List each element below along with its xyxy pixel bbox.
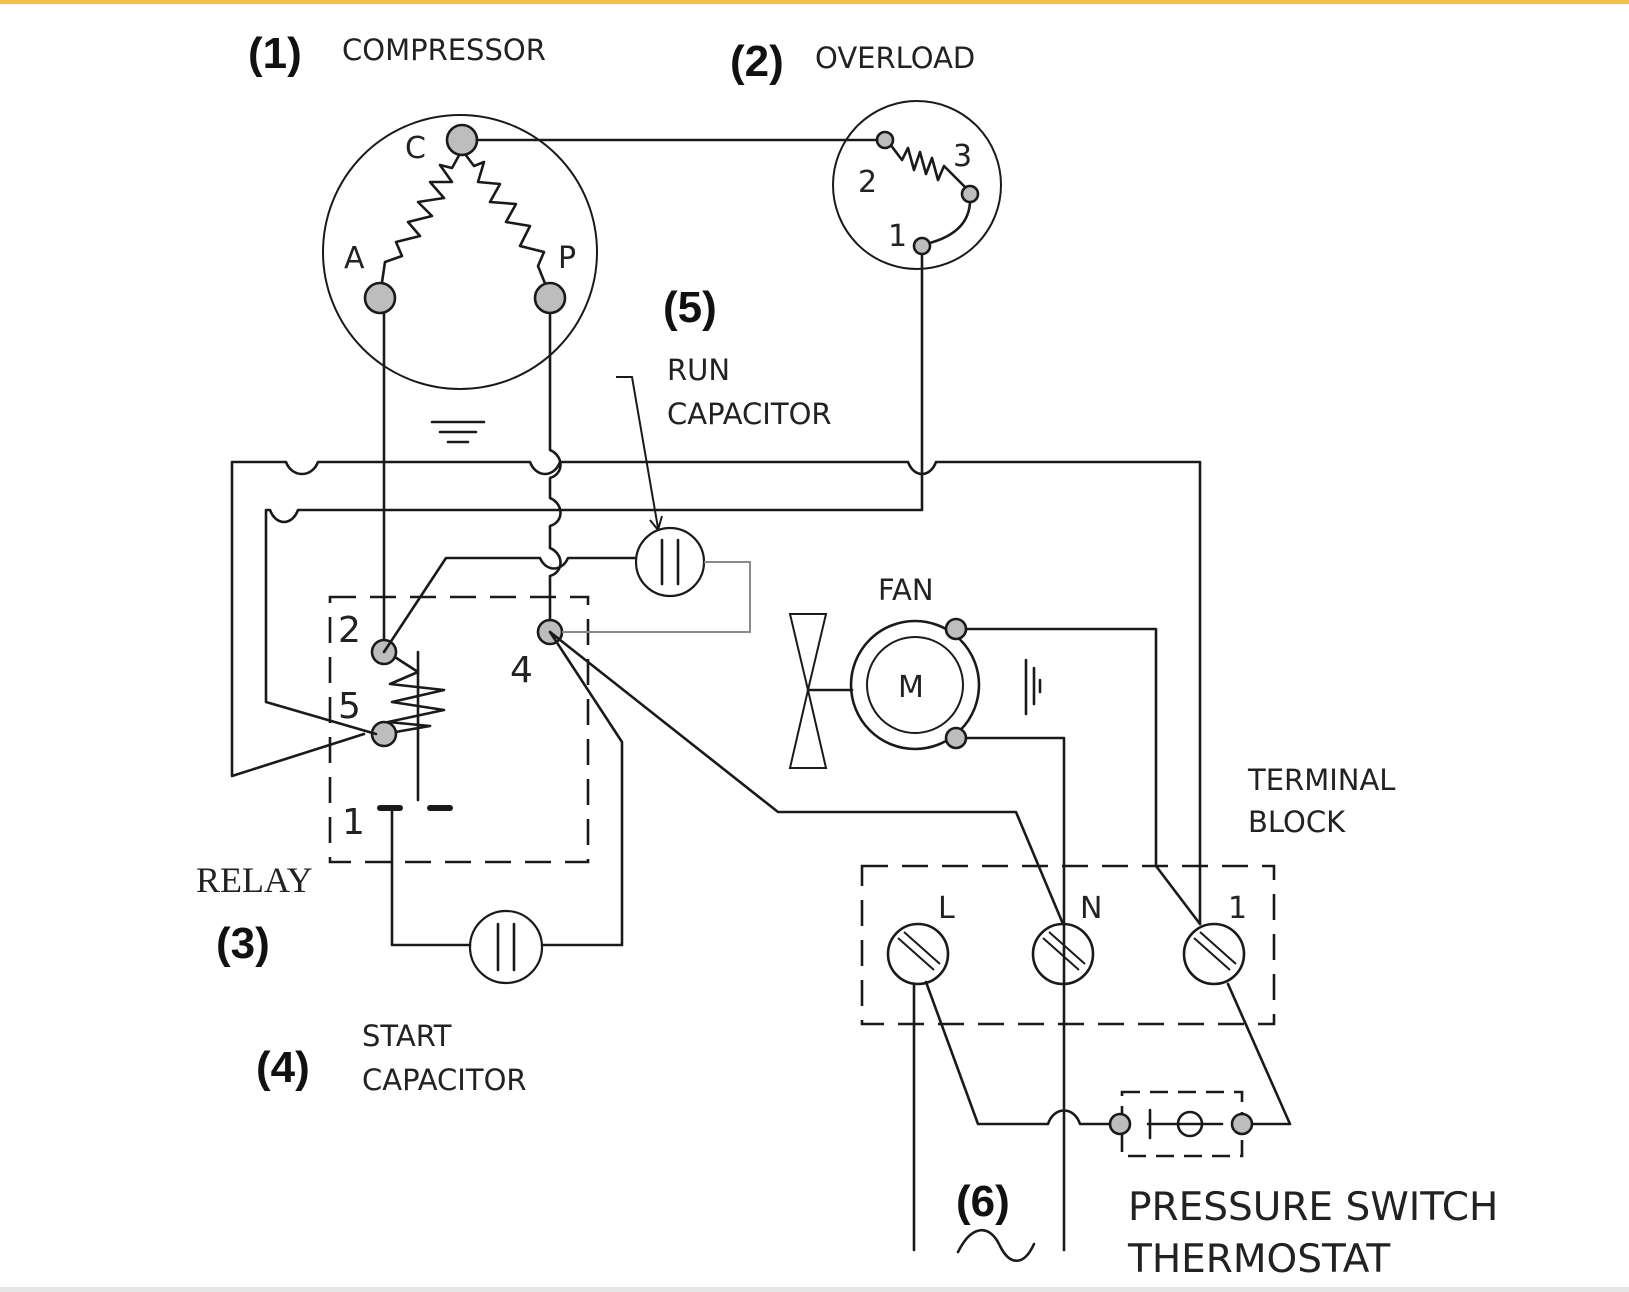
terminal-1	[1182, 922, 1246, 986]
compressor-housing	[322, 114, 598, 390]
compressor-number: (1)	[248, 29, 302, 78]
start-capacitor-number: (4)	[256, 1043, 310, 1092]
terminal-block-label-line2: BLOCK	[1248, 805, 1346, 839]
relay-terminal-1-label: 1	[342, 802, 365, 843]
wire-pressure-switch-to-t1	[1226, 982, 1292, 1126]
compressor-terminal-c-label: C	[405, 131, 426, 166]
run-capacitor-pointer	[616, 376, 659, 529]
fan-terminal-bottom	[944, 726, 968, 750]
overload-terminal-3	[960, 184, 980, 204]
overload-terminal-2-label: 2	[858, 165, 877, 200]
wire-relay-2-to-run-cap	[382, 556, 638, 654]
terminal-n-label: N	[1080, 891, 1102, 926]
fan-blade-top	[788, 613, 828, 691]
fan-terminal-top	[944, 617, 968, 641]
run-capacitor-label-line2: CAPACITOR	[667, 397, 832, 431]
terminal-l-label: L	[938, 891, 955, 926]
terminal-1-label: 1	[1228, 891, 1247, 926]
pressure-switch-label-line2: THERMOSTAT	[1127, 1237, 1390, 1282]
compressor-terminal-p-label: P	[558, 241, 576, 276]
relay-coil	[382, 648, 446, 736]
compressor-start-winding	[378, 148, 464, 298]
top-border	[0, 0, 1629, 4]
run-capacitor: (5) RUN CAPACITOR	[616, 283, 832, 598]
fan-ground-icon	[1024, 658, 1042, 716]
overload-disc	[924, 192, 972, 246]
ac-sine-icon	[956, 1228, 1036, 1263]
wire-fan-to-n	[964, 736, 1066, 1252]
wire-outer-bus	[230, 460, 1202, 926]
overload-number: (2)	[730, 37, 784, 86]
compressor-terminal-a-label: A	[344, 241, 365, 276]
pressure-switch: PRESSURE SWITCH THERMOSTAT	[1108, 1090, 1498, 1282]
wire-relay-1-to-start-cap	[390, 806, 472, 947]
terminal-block: TERMINAL BLOCK L N 1	[860, 763, 1395, 1026]
relay-label: RELAY	[196, 860, 313, 900]
run-capacitor-body	[634, 526, 706, 598]
fan-motor-label: M	[898, 670, 924, 705]
start-capacitor-label-line1: START	[362, 1019, 452, 1053]
relay-terminal-2-label: 2	[338, 610, 361, 651]
pressure-switch-terminal-left	[1108, 1112, 1132, 1136]
overload: (2) OVERLOAD 2 3 1	[730, 37, 1002, 270]
overload-terminal-1-label: 1	[888, 219, 907, 254]
compressor-terminal-c	[445, 123, 479, 157]
ground-icon	[430, 420, 486, 444]
fan: FAN M	[788, 573, 1042, 769]
wire-overload-to-relay-5	[264, 252, 924, 736]
start-capacitor: (4) START CAPACITOR	[256, 909, 544, 1097]
terminal-block-label-line1: TERMINAL	[1247, 763, 1395, 797]
wire-run-cap-return	[562, 561, 751, 633]
terminal-l	[886, 922, 950, 986]
wire-l-to-pressure-switch	[924, 980, 1112, 1126]
overload-terminal-3-label: 3	[953, 139, 972, 174]
overload-heater	[885, 138, 972, 194]
compressor-run-winding	[460, 148, 552, 298]
relay: RELAY (3) 2 5 4 1	[196, 595, 590, 968]
start-capacitor-body	[468, 909, 544, 985]
start-capacitor-label-line2: CAPACITOR	[362, 1063, 527, 1097]
wire-fan-to-t1	[964, 627, 1202, 926]
relay-number: (3)	[216, 919, 270, 968]
relay-housing	[328, 595, 590, 864]
fan-blade-bottom	[788, 689, 828, 769]
fan-motor-outer	[849, 619, 981, 751]
wire-relay-4-to-n	[548, 630, 1065, 926]
pressure-switch-label-line1: PRESSURE SWITCH	[1128, 1185, 1498, 1230]
compressor-label: COMPRESSOR	[342, 33, 546, 67]
overload-label: OVERLOAD	[815, 41, 975, 75]
pressure-switch-terminal-right	[1230, 1112, 1254, 1136]
wire-p-to-relay-4	[548, 311, 562, 622]
supply-number: (6)	[956, 1177, 1010, 1226]
run-capacitor-number: (5)	[663, 283, 717, 332]
compressor-terminal-p	[533, 281, 567, 315]
overload-terminal-1	[912, 236, 932, 256]
overload-housing	[832, 100, 1002, 270]
compressor-terminal-a	[363, 281, 397, 315]
relay-terminal-5-label: 5	[338, 686, 361, 727]
bottom-border	[0, 1287, 1629, 1292]
relay-terminal-4-label: 4	[510, 650, 533, 691]
overload-terminal-2	[875, 130, 895, 150]
compressor: (1) COMPRESSOR C A P	[248, 29, 598, 444]
run-capacitor-label-line1: RUN	[667, 353, 730, 387]
fan-motor-inner	[866, 636, 964, 734]
terminal-block-housing	[860, 864, 1276, 1026]
wiring	[230, 138, 1292, 1252]
pressure-switch-contact	[1176, 1110, 1204, 1138]
wire-relay-4-to-start-cap	[540, 630, 624, 947]
fan-label: FAN	[878, 573, 934, 607]
power-supply: (6)	[956, 1177, 1036, 1263]
